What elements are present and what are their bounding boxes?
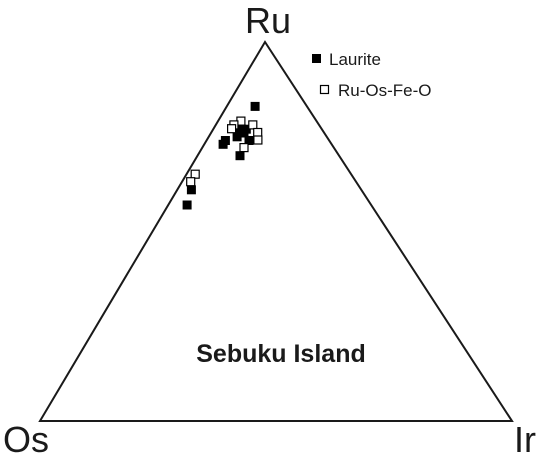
point-ru-os-fe-o-6 bbox=[239, 143, 249, 153]
ternary-triangle bbox=[38, 40, 514, 422]
legend: Laurite Ru-Os-Fe-O bbox=[312, 50, 432, 100]
point-ru-os-fe-o-7 bbox=[190, 169, 200, 179]
point-laurite-12 bbox=[182, 200, 192, 210]
legend-label-laurite: Laurite bbox=[329, 50, 381, 69]
vertex-label-os: Os bbox=[3, 419, 49, 459]
point-ru-os-fe-o-8 bbox=[186, 177, 196, 187]
point-laurite-9 bbox=[244, 136, 254, 145]
chart-title: Sebuku Island bbox=[196, 340, 365, 368]
point-laurite-6 bbox=[232, 132, 242, 142]
point-ru-os-fe-o-5 bbox=[253, 135, 263, 145]
point-ru-os-fe-o-3 bbox=[227, 124, 237, 134]
legend-marker-laurite bbox=[312, 54, 321, 63]
point-ru-os-fe-o-4 bbox=[253, 127, 263, 138]
vertex-label-ru: Ru bbox=[245, 0, 291, 41]
point-laurite-10 bbox=[235, 151, 245, 161]
point-laurite-0 bbox=[250, 101, 260, 111]
point-laurite-5 bbox=[239, 128, 249, 138]
point-laurite-8 bbox=[218, 139, 228, 149]
point-ru-os-fe-o-2 bbox=[248, 120, 258, 130]
point-laurite-11 bbox=[186, 185, 196, 195]
vertex-label-ir: Ir bbox=[514, 419, 536, 459]
data-points bbox=[182, 101, 263, 210]
legend-label-ru-os-fe-o: Ru-Os-Fe-O bbox=[338, 81, 432, 100]
legend-marker-ru-os-fe-o bbox=[319, 84, 330, 95]
